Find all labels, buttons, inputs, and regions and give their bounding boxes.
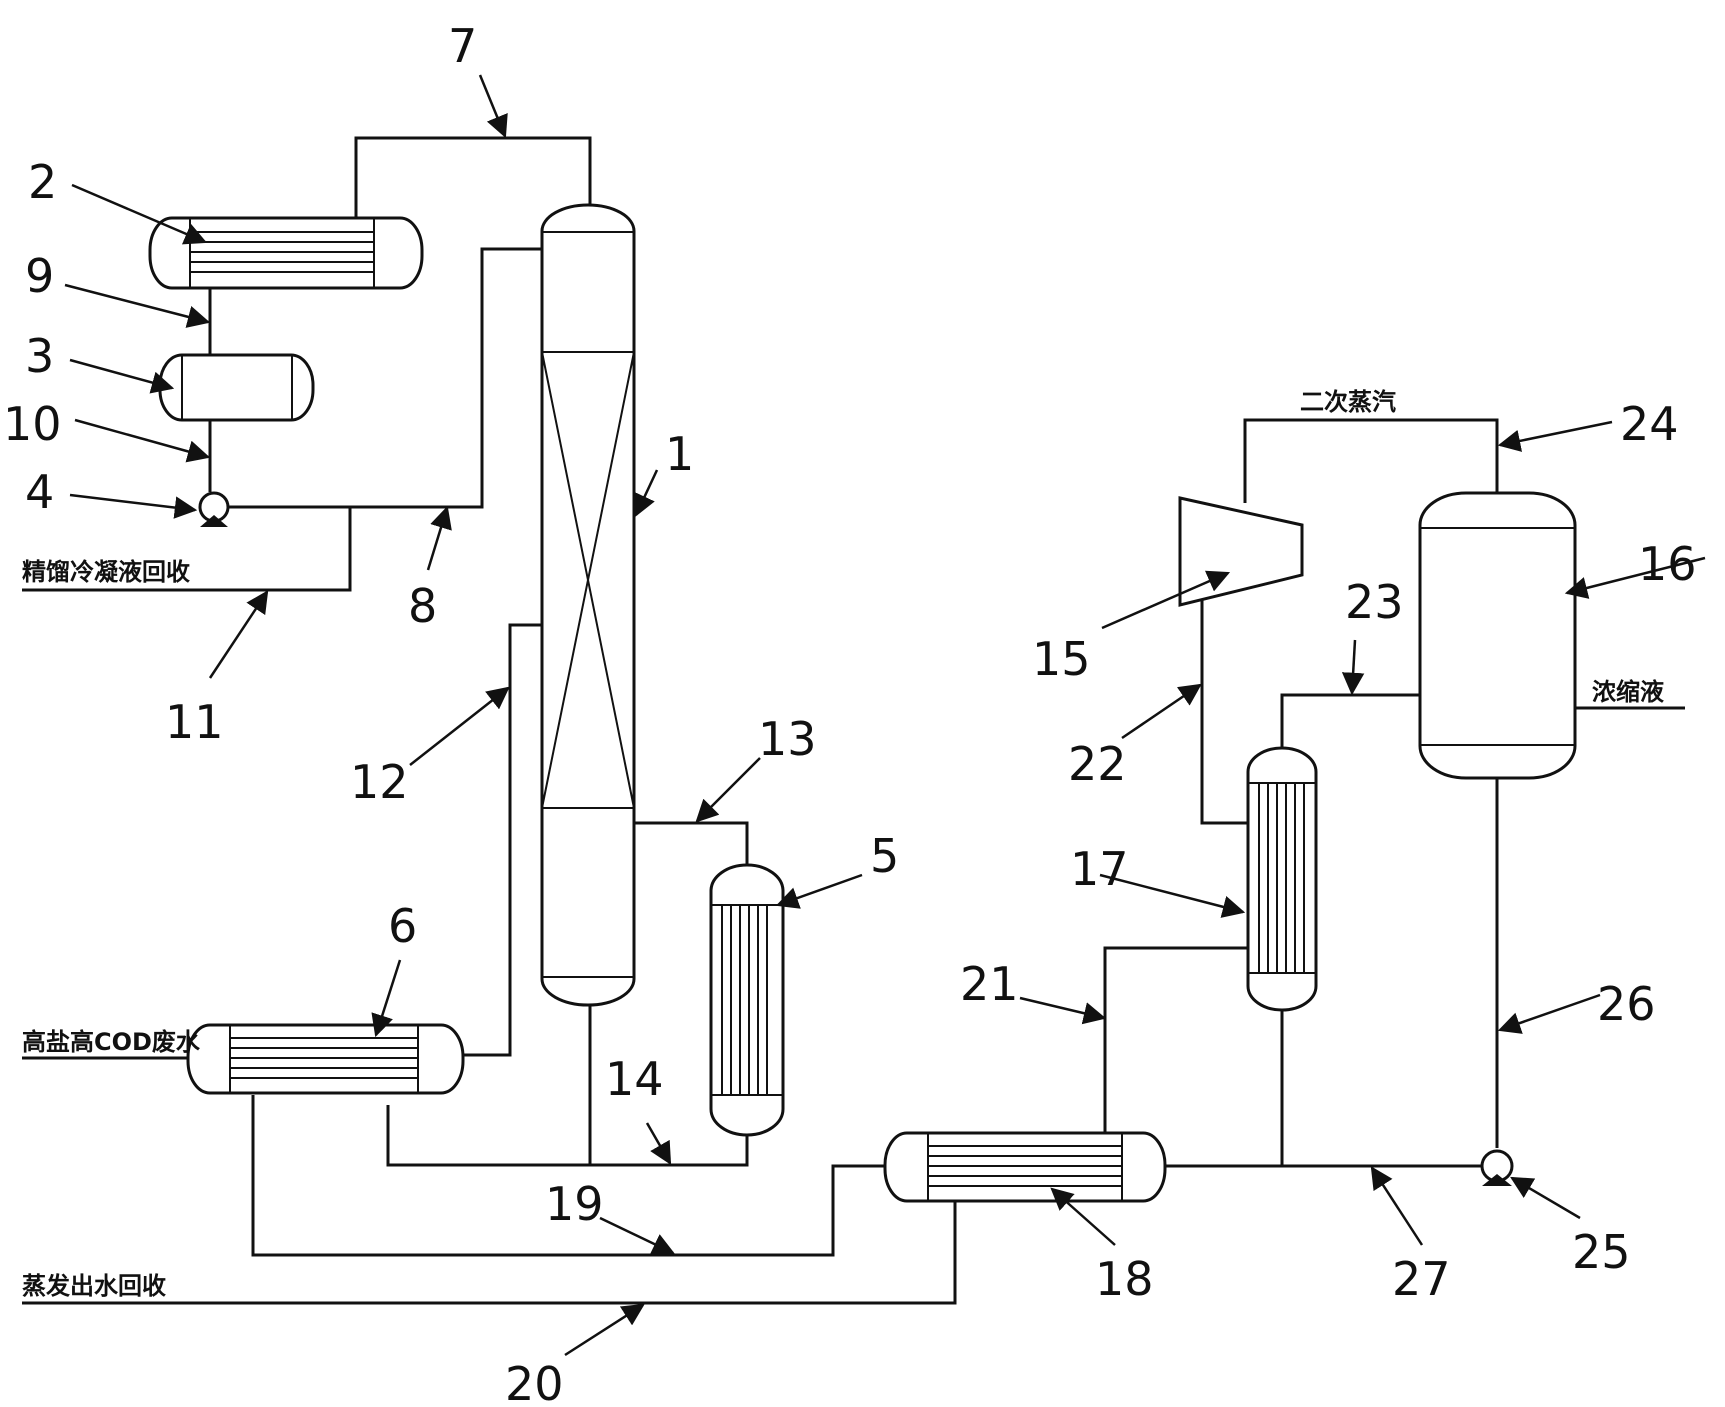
- vapor-compressor: [1178, 496, 1304, 607]
- label-wastewater-feed: 高盐高COD废水: [22, 1028, 201, 1056]
- label-5: 5: [870, 829, 899, 883]
- label-13: 13: [758, 712, 817, 766]
- label-3: 3: [25, 329, 54, 383]
- label-2: 2: [28, 155, 57, 209]
- label-23: 23: [1345, 575, 1404, 629]
- label-evap-water-recovery: 蒸发出水回收: [22, 1272, 166, 1300]
- label-14: 14: [605, 1052, 664, 1106]
- evaporation-separator: [1418, 491, 1577, 780]
- label-24: 24: [1620, 397, 1679, 451]
- condenser: [148, 216, 424, 290]
- label-15: 15: [1032, 632, 1091, 686]
- distillation-column: [540, 203, 636, 1007]
- label-21: 21: [960, 957, 1019, 1011]
- circulation-pump: [1480, 1149, 1514, 1186]
- equipment-numbers: 1 2 3 4 5 6 7 8 9 10 11 12 13 14 15 16 1…: [3, 19, 1697, 1407]
- label-6: 6: [388, 899, 417, 953]
- label-1: 1: [665, 427, 694, 481]
- label-17: 17: [1070, 842, 1129, 896]
- label-4: 4: [25, 465, 54, 519]
- reboiler: [709, 863, 785, 1137]
- feed-preheater: [186, 1023, 465, 1095]
- label-25: 25: [1572, 1225, 1631, 1279]
- heat-exchanger: [883, 1131, 1167, 1203]
- label-18: 18: [1095, 1252, 1154, 1306]
- reflux-drum: [158, 353, 315, 422]
- stream-labels: 精馏冷凝液回收 高盐高COD废水 蒸发出水回收 二次蒸汽 浓缩液: [22, 388, 1664, 1300]
- label-19: 19: [545, 1177, 604, 1231]
- label-20: 20: [505, 1357, 564, 1407]
- label-27: 27: [1392, 1252, 1451, 1306]
- reflux-pump: [198, 491, 230, 527]
- piping: [22, 136, 1685, 1305]
- label-secondary-steam: 二次蒸汽: [1300, 388, 1396, 416]
- label-10: 10: [3, 397, 62, 451]
- label-reflux-recovery: 精馏冷凝液回收: [22, 558, 190, 586]
- label-12: 12: [350, 755, 409, 809]
- label-concentrate: 浓缩液: [1592, 678, 1664, 706]
- label-22: 22: [1068, 737, 1127, 791]
- label-16: 16: [1638, 537, 1697, 591]
- label-26: 26: [1597, 977, 1656, 1031]
- label-8: 8: [408, 579, 437, 633]
- label-9: 9: [25, 249, 54, 303]
- leader-arrows: [64, 74, 1706, 1357]
- label-7: 7: [448, 19, 477, 73]
- evaporator-heater: [1246, 746, 1318, 1012]
- label-11: 11: [165, 695, 224, 749]
